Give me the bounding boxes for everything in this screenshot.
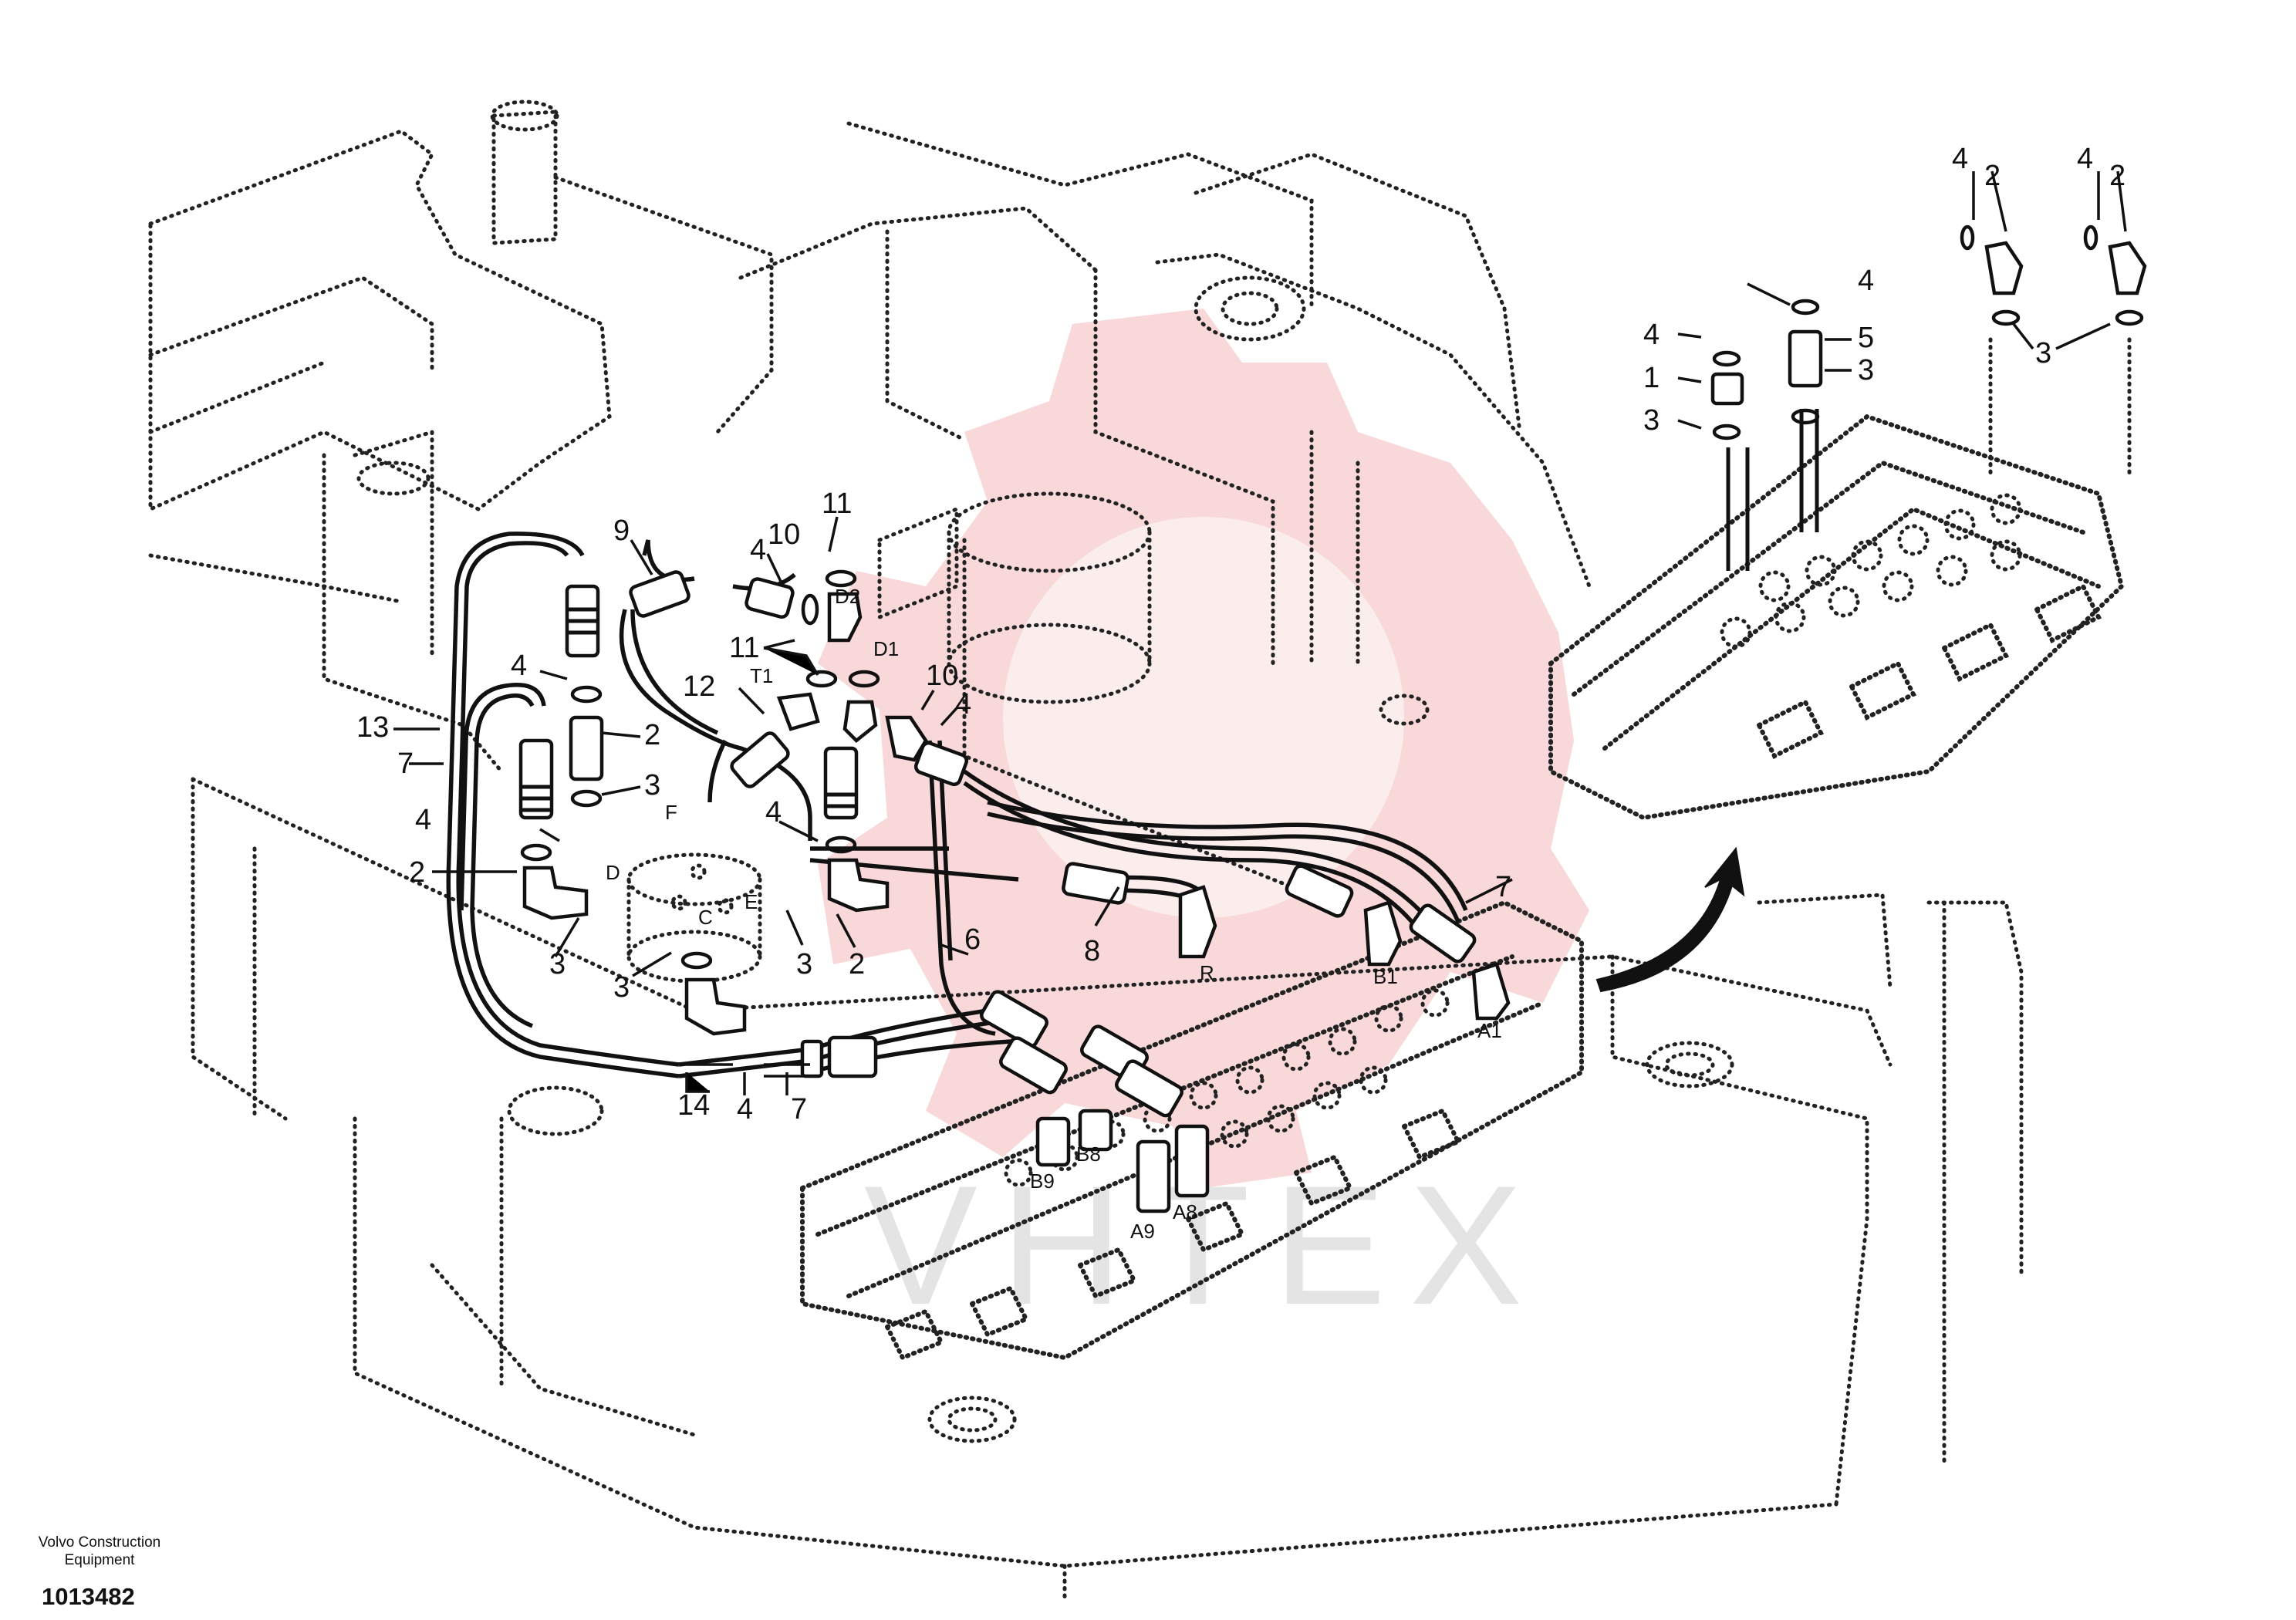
callout-12: 12 (683, 670, 715, 703)
inset-fittings (1710, 224, 2147, 440)
port-A9: A9 (1130, 1220, 1155, 1243)
callout-7: 7 (791, 1093, 807, 1126)
port-D1: D1 (873, 637, 899, 660)
callout-4: 4 (1952, 143, 1968, 175)
port-C: C (698, 906, 713, 929)
callout-numbers: 4 2 4 2 3 4 5 3 4 1 3 9 10 11 4 11 12 10… (356, 143, 2125, 1126)
port-A1: A1 (1477, 1019, 1502, 1042)
port-D2: D2 (835, 585, 860, 608)
callout-10: 10 (768, 518, 800, 551)
callout-10: 10 (926, 660, 958, 692)
callout-2: 2 (644, 719, 660, 751)
callout-3: 3 (2035, 337, 2051, 370)
port-F: F (665, 801, 677, 824)
callout-3: 3 (796, 948, 812, 980)
callout-5: 5 (1858, 322, 1874, 354)
document-number: 1013482 (42, 1583, 135, 1610)
callout-9: 9 (613, 515, 630, 547)
port-R: R (1200, 961, 1214, 984)
port-B8: B8 (1076, 1142, 1101, 1166)
main-fittings (518, 569, 1511, 1213)
callout-4: 4 (955, 688, 971, 721)
callout-2: 2 (2109, 160, 2125, 192)
company-name-line1: Volvo Construction (38, 1534, 161, 1551)
callout-14: 14 (677, 1089, 710, 1122)
callout-3: 3 (613, 971, 630, 1004)
callout-4: 4 (1858, 265, 1874, 297)
callout-11: 11 (729, 632, 759, 664)
port-D: D (606, 861, 620, 884)
callout-6: 6 (964, 923, 981, 956)
callout-4: 4 (737, 1093, 753, 1126)
port-labels: D2 D1 T1 F D C E R B1 A1 B9 B8 A9 A8 (606, 585, 1502, 1243)
port-A8: A8 (1173, 1200, 1197, 1223)
callout-13: 13 (356, 711, 389, 744)
detail-arrow (1595, 846, 1745, 993)
callout-1: 1 (1643, 362, 1660, 394)
callout-4: 4 (750, 534, 766, 566)
machine-frame (148, 100, 2024, 1599)
callout-3: 3 (1858, 354, 1874, 386)
port-B9: B9 (1030, 1169, 1055, 1193)
company-name-line2: Equipment (64, 1552, 135, 1568)
callout-11: 11 (822, 488, 852, 520)
footer: Volvo Construction Equipment 1013482 (11, 1534, 188, 1611)
callout-4: 4 (1643, 319, 1660, 351)
callout-7: 7 (397, 748, 414, 780)
callout-8: 8 (1084, 935, 1100, 967)
callout-3: 3 (549, 948, 566, 980)
callout-2: 2 (849, 948, 865, 980)
callout-2: 2 (409, 856, 425, 889)
port-T1: T1 (750, 664, 773, 687)
callout-3: 3 (644, 769, 660, 802)
callout-4: 4 (415, 804, 431, 836)
port-B1: B1 (1373, 965, 1398, 988)
port-E: E (745, 890, 758, 913)
callout-4: 4 (765, 796, 782, 829)
callout-4: 4 (511, 650, 527, 682)
callout-3: 3 (1643, 404, 1660, 437)
callout-2: 2 (1984, 160, 2001, 192)
leader-lines (393, 170, 2127, 1095)
callout-4: 4 (2077, 143, 2093, 175)
callout-7: 7 (1495, 871, 1511, 903)
inset-control-valve (1548, 337, 2132, 821)
